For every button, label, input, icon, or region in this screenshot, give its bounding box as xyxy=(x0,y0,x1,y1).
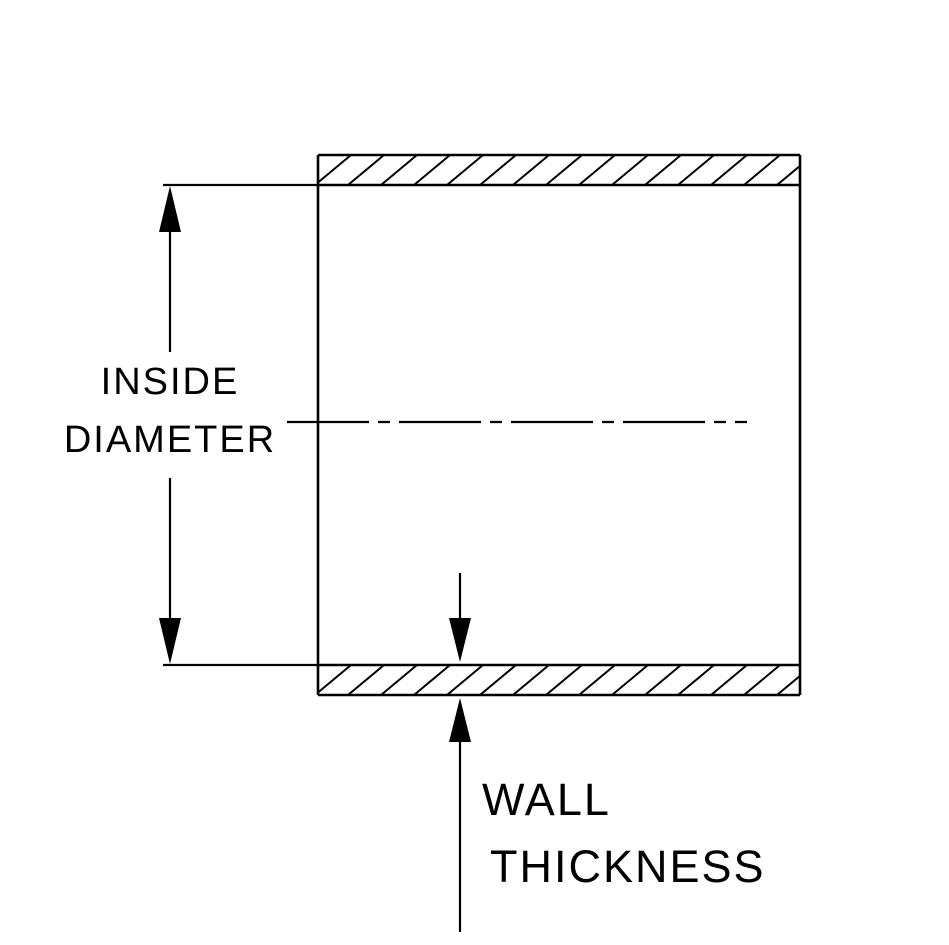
inside-diameter-dimension: INSIDE DIAMETER xyxy=(64,183,318,667)
inside-diameter-label-line2: DIAMETER xyxy=(64,419,276,461)
inside-diameter-arrow-up xyxy=(159,186,181,232)
hatch-line xyxy=(776,165,801,186)
wall-thickness-label-line1: WALL xyxy=(482,774,611,825)
hatch-line xyxy=(776,675,801,696)
hatch-line xyxy=(317,154,352,184)
wall-thickness-label-line2: THICKNESS xyxy=(490,841,766,892)
hatch-line xyxy=(677,154,715,186)
hatch-line xyxy=(611,154,649,186)
hatch-line xyxy=(413,154,451,186)
hatch-line xyxy=(545,664,583,696)
hatch-line xyxy=(677,664,715,696)
hatch-line xyxy=(380,154,418,186)
hatch-line xyxy=(578,154,616,186)
hatch-line xyxy=(710,664,748,696)
inside-diameter-arrow-down xyxy=(159,618,181,664)
hatch-line xyxy=(545,154,583,186)
bottom-wall-hatch xyxy=(317,664,801,696)
top-wall-hatch xyxy=(317,154,801,186)
hatch-line xyxy=(347,664,385,696)
hatch-line xyxy=(512,154,550,186)
inside-diameter-label-line1: INSIDE xyxy=(101,361,240,403)
wall-thickness-dimension: WALL THICKNESS xyxy=(449,573,766,932)
hatch-line xyxy=(512,664,550,696)
hatch-line xyxy=(743,154,781,186)
hatch-line xyxy=(578,664,616,696)
hatch-line xyxy=(479,664,517,696)
hatch-line xyxy=(446,664,484,696)
wall-thickness-arrow-down xyxy=(449,618,471,662)
hatch-line xyxy=(644,154,682,186)
hatch-line xyxy=(380,664,418,696)
hatch-line xyxy=(644,664,682,696)
hatch-line xyxy=(743,664,781,696)
hatch-line xyxy=(710,154,748,186)
hatch-line xyxy=(347,154,385,186)
hatch-line xyxy=(479,154,517,186)
hatch-line xyxy=(446,154,484,186)
hatch-line xyxy=(413,664,451,696)
hatch-line xyxy=(317,664,352,694)
hatch-line xyxy=(611,664,649,696)
wall-thickness-arrow-up xyxy=(449,698,471,742)
tube-cross-section xyxy=(287,153,802,697)
